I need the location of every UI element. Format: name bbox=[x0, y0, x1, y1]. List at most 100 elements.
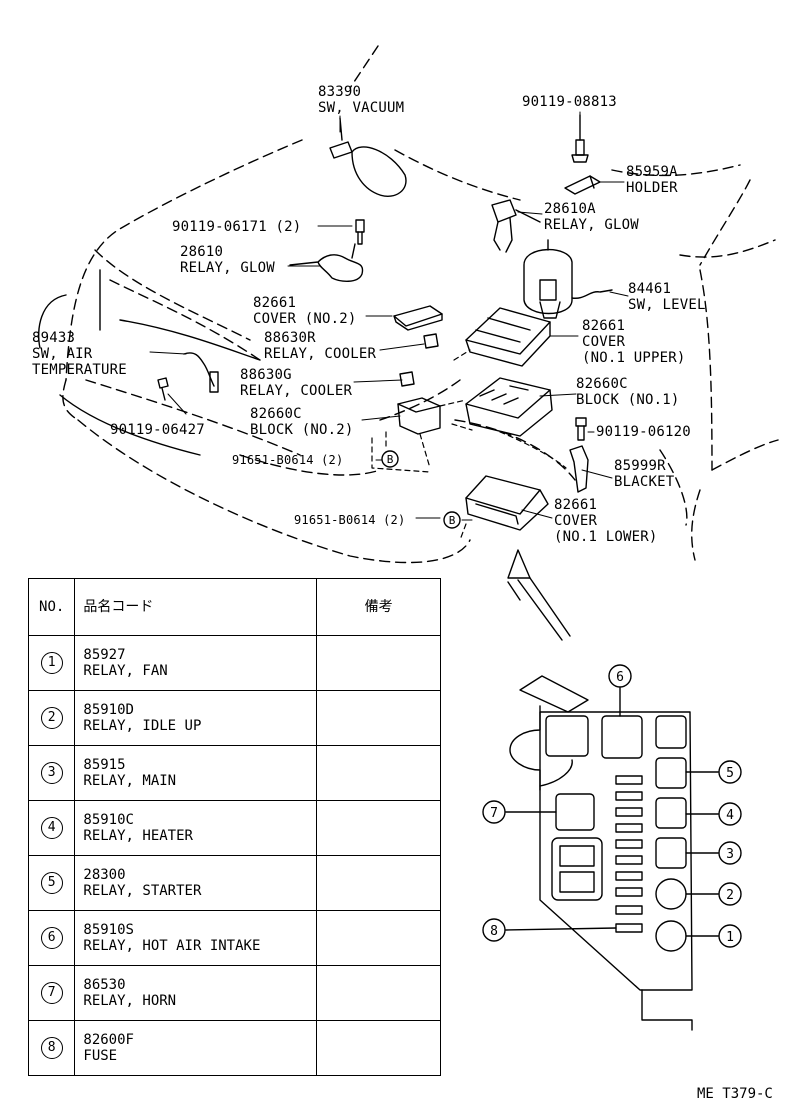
row-number-circle: 8 bbox=[40, 1037, 63, 1059]
nut-marker-lower bbox=[443, 511, 461, 529]
dashed-connectors bbox=[371, 349, 567, 541]
detail-arrow bbox=[507, 549, 571, 641]
header-code: 品名コード bbox=[74, 578, 318, 636]
leader-lines bbox=[149, 111, 629, 521]
header-no: NO. bbox=[27, 578, 76, 636]
row-part-code: 86530 bbox=[83, 977, 126, 993]
nut-marker-upper bbox=[381, 450, 399, 468]
engine-curves bbox=[37, 269, 261, 456]
sw-vacuum-part bbox=[329, 117, 407, 197]
row-number-cell: 3 bbox=[27, 745, 76, 801]
callout-bolt-06120: 90119-06120 bbox=[596, 424, 691, 440]
row-part-name: RELAY, HEATER bbox=[83, 828, 193, 844]
row-part-code: 82600F bbox=[83, 1032, 134, 1048]
row-part-name: RELAY, IDLE UP bbox=[83, 718, 202, 734]
detail-num-8: 8 bbox=[490, 924, 498, 939]
row-part-code: 85915 bbox=[83, 757, 126, 773]
detail-num-2: 2 bbox=[726, 888, 734, 903]
block-no1-part bbox=[465, 377, 553, 437]
row-number-circle: 4 bbox=[40, 817, 63, 839]
row-remarks-cell bbox=[316, 635, 441, 691]
callout-nut-b0614-upper: 91651-B0614 (2) bbox=[232, 453, 344, 467]
row-number-circle: 6 bbox=[40, 927, 63, 949]
relay-cooler-r-part bbox=[423, 333, 439, 349]
detail-num-5: 5 bbox=[726, 766, 734, 781]
detail-num-7: 7 bbox=[490, 806, 498, 821]
callout-bolt-06171: 90119-06171 (2) bbox=[172, 219, 302, 235]
callout-bolt-08813: 90119-08813 bbox=[522, 94, 617, 110]
row-remarks-cell bbox=[316, 965, 441, 1021]
cover-no2-part bbox=[393, 305, 443, 331]
row-part-code: 85910D bbox=[83, 702, 134, 718]
row-number-cell: 1 bbox=[27, 635, 76, 691]
row-remarks-cell bbox=[316, 745, 441, 801]
cover-no1-lower-part bbox=[465, 475, 549, 531]
bolt-08813-part bbox=[571, 114, 589, 163]
row-number-circle: 5 bbox=[40, 872, 63, 894]
row-part-name: RELAY, STARTER bbox=[83, 883, 202, 899]
row-number-circle: 2 bbox=[40, 707, 63, 729]
bolt-06171-part bbox=[355, 219, 365, 245]
nut-marker-upper-letter: B bbox=[387, 453, 394, 466]
sw-level-part bbox=[523, 239, 613, 319]
detail-num-1: 1 bbox=[726, 930, 734, 945]
row-part-code: 85910S bbox=[83, 922, 134, 938]
relay-glow-part bbox=[289, 243, 364, 282]
detail-num-4: 4 bbox=[726, 808, 734, 823]
row-remarks-cell bbox=[316, 800, 441, 856]
detail-callout-numbers: 6 5 4 3 2 1 7 8 B B bbox=[387, 453, 734, 945]
row-part-name: RELAY, FAN bbox=[83, 663, 168, 679]
row-number-cell: 4 bbox=[27, 800, 76, 856]
row-number-circle: 7 bbox=[40, 982, 63, 1004]
relay-cooler-g-part bbox=[399, 371, 415, 387]
row-part-name: RELAY, HORN bbox=[83, 993, 177, 1009]
holder-part bbox=[564, 175, 601, 195]
header-remarks: 備考 bbox=[316, 578, 441, 636]
drawing-id: ME T379-C bbox=[697, 1086, 773, 1102]
row-number-cell: 7 bbox=[27, 965, 76, 1021]
row-part-code: 28300 bbox=[83, 867, 126, 883]
row-remarks-cell bbox=[316, 910, 441, 966]
row-number-circle: 1 bbox=[40, 652, 63, 674]
row-part-code: 85927 bbox=[83, 647, 126, 663]
row-number-cell: 6 bbox=[27, 910, 76, 966]
row-remarks-cell bbox=[316, 855, 441, 911]
bracket-part bbox=[569, 445, 589, 493]
row-part-name: FUSE bbox=[83, 1048, 118, 1064]
row-number-cell: 5 bbox=[27, 855, 76, 911]
row-part-code: 85910C bbox=[83, 812, 134, 828]
row-part-name: RELAY, HOT AIR INTAKE bbox=[83, 938, 261, 954]
bolt-06120-part bbox=[575, 417, 587, 441]
block-no2-part bbox=[397, 397, 441, 435]
